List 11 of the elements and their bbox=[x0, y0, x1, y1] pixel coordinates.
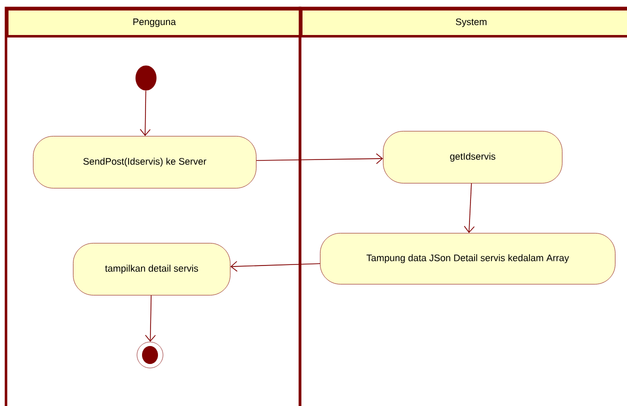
arrow bbox=[256, 153, 383, 164]
arrow bbox=[140, 90, 151, 136]
start-node bbox=[136, 66, 156, 90]
action-box: SendPost(Idservis) ke Server bbox=[33, 136, 256, 188]
action-box: getIdservis bbox=[383, 131, 562, 184]
final-node bbox=[136, 342, 164, 368]
arrow bbox=[145, 295, 156, 342]
arrow bbox=[230, 260, 320, 272]
arrow bbox=[464, 183, 475, 233]
action-box: tampilkan detail servis bbox=[73, 243, 230, 296]
action-box: Tampung data JSon Detail servis kedalam Array bbox=[320, 233, 616, 284]
